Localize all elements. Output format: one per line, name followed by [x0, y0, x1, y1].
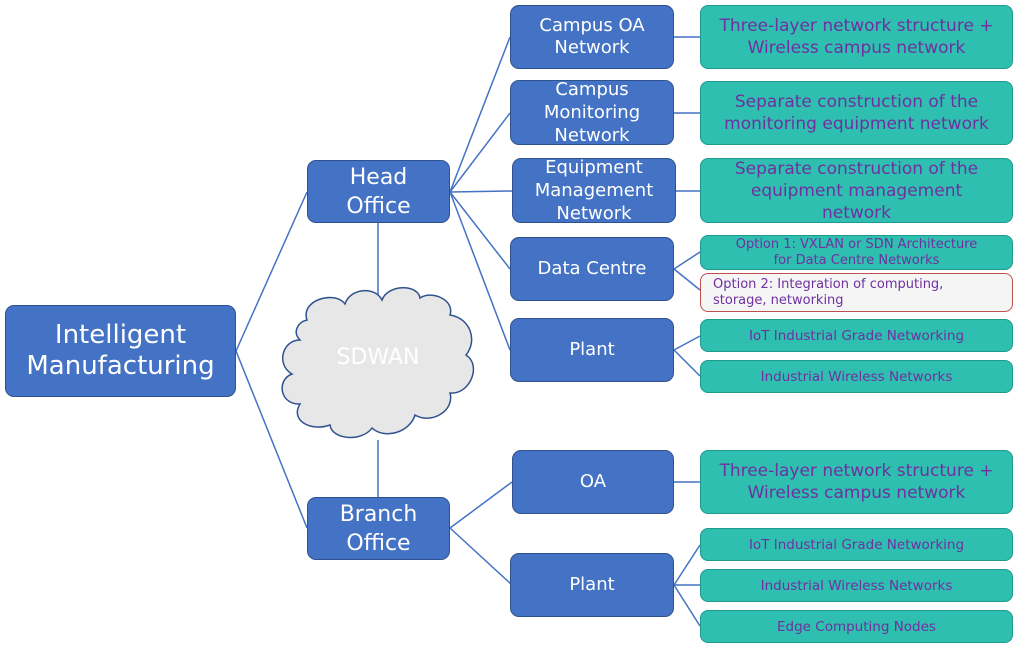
head-office-label: Head Office — [346, 164, 411, 219]
branch-oa-detail-text: Three-layer network structure + Wireless… — [719, 461, 994, 503]
branch-plant-node[interactable]: Plant — [510, 553, 674, 617]
campus-monitoring-detail-text: Separate construction of the monitoring … — [724, 92, 989, 134]
branch-plant-edge-detail[interactable]: Edge Computing Nodes — [700, 610, 1013, 643]
connector-data-centre-option2 — [673, 268, 701, 291]
connector-head-campus-oa — [449, 36, 511, 193]
connector-root-head-office — [235, 191, 308, 352]
connector-head-campus-monitoring — [449, 112, 511, 193]
connector-branch-oa — [449, 481, 513, 529]
root-node-intelligent-manufacturing[interactable]: Intelligent Manufacturing — [5, 305, 236, 397]
sdwan-label: SDWAN — [336, 345, 420, 370]
data-centre-option1-text: Option 1: VXLAN or SDN Architecture for … — [735, 236, 978, 268]
branch-oa-detail[interactable]: Three-layer network structure + Wireless… — [700, 450, 1013, 514]
campus-monitoring-detail[interactable]: Separate construction of the monitoring … — [700, 81, 1013, 145]
branch-plant-iot-text: IoT Industrial Grade Networking — [748, 536, 965, 553]
data-centre-label: Data Centre — [537, 258, 647, 279]
head-plant-wireless-detail[interactable]: Industrial Wireless Networks — [700, 360, 1013, 393]
branch-oa-label: OA — [579, 471, 607, 492]
head-plant-wireless-text: Industrial Wireless Networks — [760, 368, 953, 385]
head-plant-iot-text: IoT Industrial Grade Networking — [748, 327, 965, 344]
connector-head-equipment-mgmt — [449, 190, 513, 193]
connector-plant-wireless — [673, 349, 701, 377]
connector-branch-plant — [449, 527, 513, 586]
campus-oa-detail[interactable]: Three-layer network structure + Wireless… — [700, 5, 1013, 69]
head-office-node[interactable]: Head Office — [307, 160, 450, 223]
head-plant-node[interactable]: Plant — [510, 318, 674, 382]
connector-head-data-centre — [449, 191, 511, 270]
campus-oa-network-label: Campus OA Network — [539, 15, 645, 58]
connector-root-branch-office — [235, 350, 308, 529]
branch-plant-edge-text: Edge Computing Nodes — [777, 618, 936, 635]
connector-branch-plant-iot — [673, 544, 701, 586]
data-centre-option2[interactable]: Option 2: Integration of computing, stor… — [700, 273, 1013, 312]
connector-plant-iot — [673, 335, 701, 351]
connector-head-plant — [449, 191, 511, 351]
connector-data-centre-option1 — [673, 251, 701, 270]
branch-office-node[interactable]: Branch Office — [307, 497, 450, 560]
branch-plant-label: Plant — [569, 574, 615, 595]
head-plant-label: Plant — [569, 339, 615, 360]
data-centre-option2-text: Option 2: Integration of computing, stor… — [713, 276, 944, 308]
branch-oa-node[interactable]: OA — [512, 450, 674, 514]
campus-monitoring-network-node[interactable]: Campus Monitoring Network — [510, 80, 674, 145]
branch-office-label: Branch Office — [339, 501, 418, 556]
campus-monitoring-network-label: Campus Monitoring Network — [543, 80, 641, 145]
root-label: Intelligent Manufacturing — [26, 320, 215, 381]
campus-oa-network-node[interactable]: Campus OA Network — [510, 5, 674, 69]
branch-plant-wireless-text: Industrial Wireless Networks — [760, 577, 953, 594]
data-centre-node[interactable]: Data Centre — [510, 237, 674, 301]
equipment-management-detail-text: Separate construction of the equipment m… — [734, 158, 979, 223]
head-plant-iot-detail[interactable]: IoT Industrial Grade Networking — [700, 319, 1013, 352]
connector-branch-plant-edge — [673, 584, 701, 627]
data-centre-option1[interactable]: Option 1: VXLAN or SDN Architecture for … — [700, 235, 1013, 270]
branch-plant-iot-detail[interactable]: IoT Industrial Grade Networking — [700, 528, 1013, 561]
equipment-management-detail[interactable]: Separate construction of the equipment m… — [700, 158, 1013, 223]
branch-plant-wireless-detail[interactable]: Industrial Wireless Networks — [700, 569, 1013, 602]
cloud-icon — [281, 287, 475, 439]
equipment-management-network-node[interactable]: Equipment Management Network — [512, 158, 676, 223]
equipment-management-network-label: Equipment Management Network — [534, 158, 654, 223]
campus-oa-detail-text: Three-layer network structure + Wireless… — [719, 16, 994, 58]
